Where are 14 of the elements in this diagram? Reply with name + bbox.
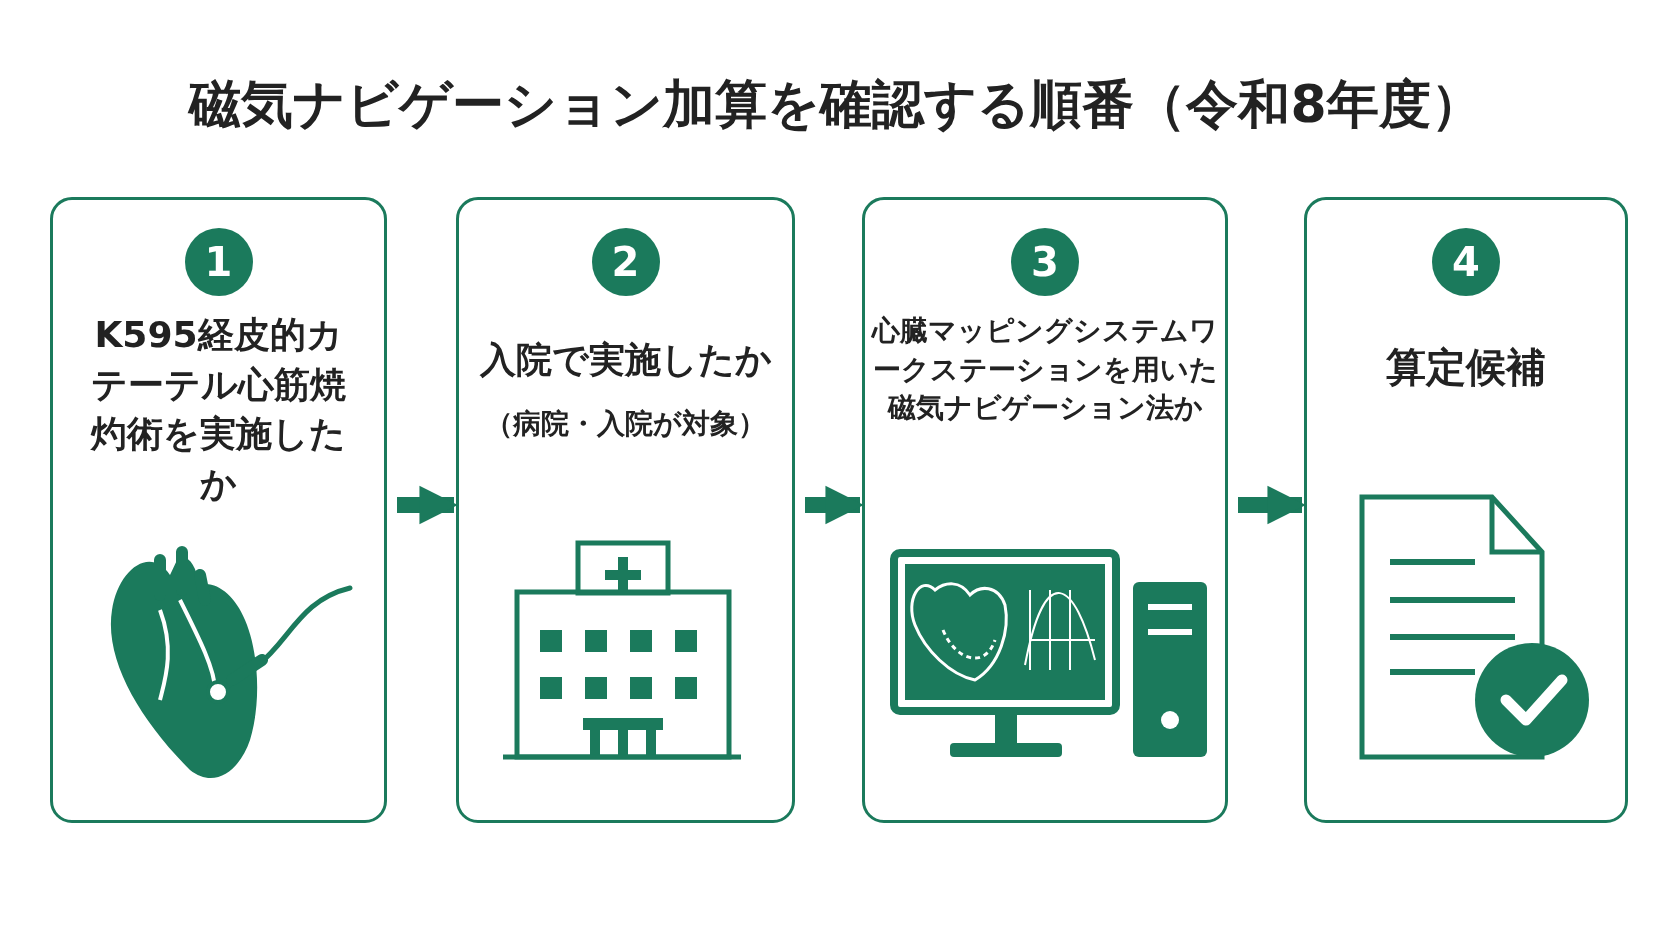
step-number: 3 bbox=[1011, 228, 1079, 296]
arrow bbox=[805, 485, 864, 525]
step-number: 1 bbox=[184, 228, 253, 296]
title: 磁気ナビゲーション加算を確認する順番（令和8年度） bbox=[187, 73, 1484, 136]
step-note: （病院・入院が対象） bbox=[484, 406, 767, 442]
arrow bbox=[397, 485, 458, 525]
step-question: 算定候補 bbox=[1385, 343, 1547, 392]
step-number: 2 bbox=[591, 228, 660, 296]
step-number: 4 bbox=[1432, 228, 1500, 296]
step-question: 心臓マッピングシステムワークステーションを用いた磁気ナビゲーション法か bbox=[870, 313, 1219, 427]
arrow bbox=[1238, 485, 1306, 525]
step-question: 入院で実施したか bbox=[478, 338, 773, 382]
step-card bbox=[456, 197, 795, 823]
step-question: K595経皮的カテーテル心筋焼灼術を実施したか bbox=[89, 313, 347, 506]
